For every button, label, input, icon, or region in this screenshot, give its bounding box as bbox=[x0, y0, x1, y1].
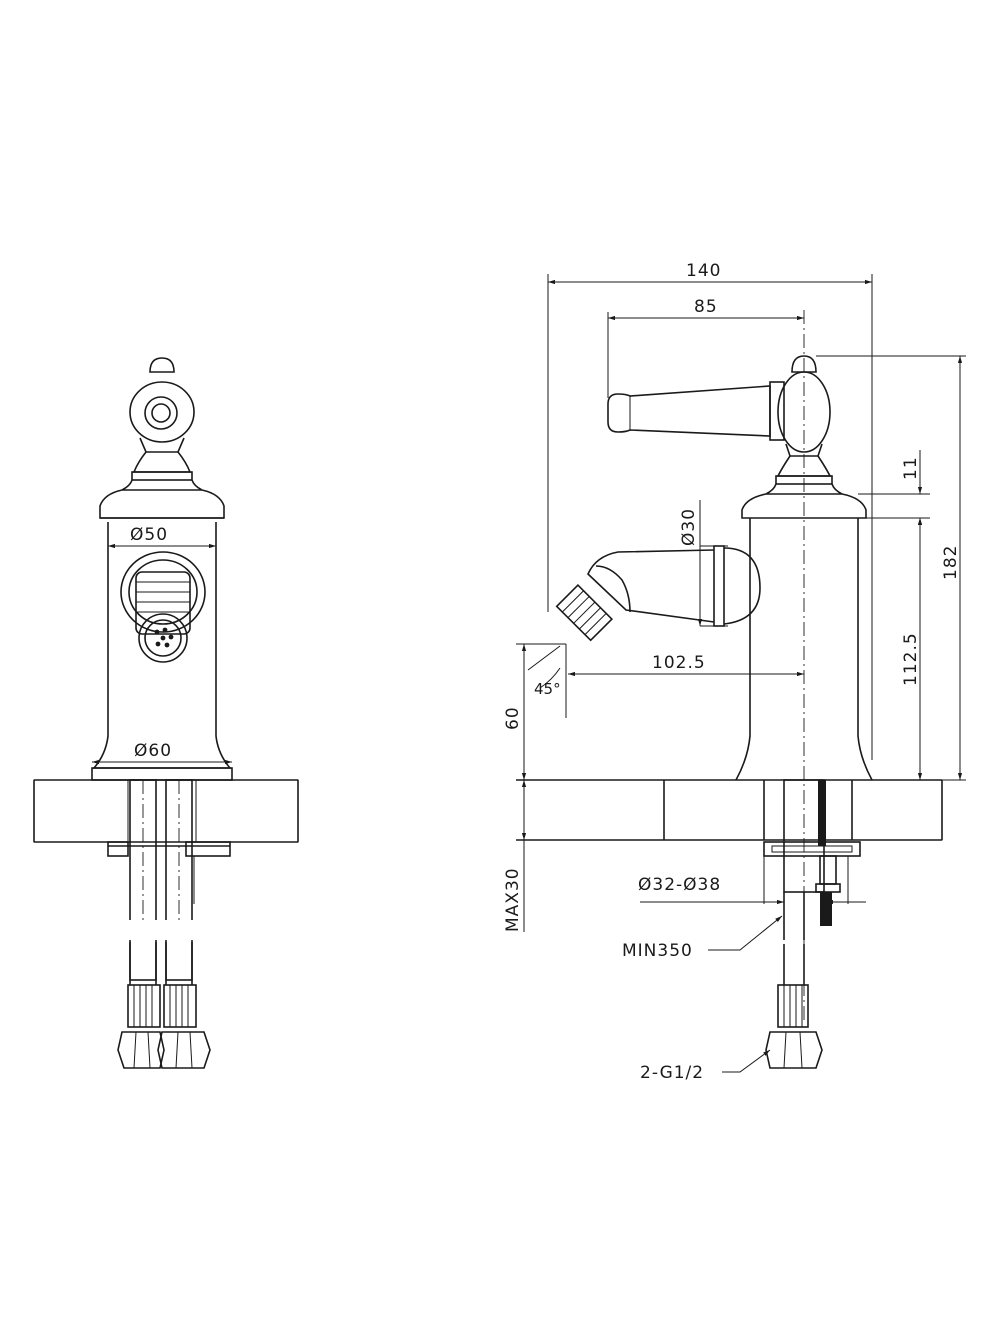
dim-overall-width: 140 bbox=[547, 261, 873, 760]
side-spout bbox=[555, 545, 761, 642]
label-handle-reach: 85 bbox=[694, 297, 718, 317]
front-body bbox=[91, 489, 233, 781]
dim-hose-length: MIN350 bbox=[622, 915, 783, 961]
dim-handle-reach: 85 bbox=[607, 297, 804, 398]
dim-spout-angle: 45° bbox=[527, 645, 561, 698]
label-overall-height: 182 bbox=[941, 545, 961, 580]
label-top-step: 11 bbox=[901, 456, 921, 480]
label-dia-top: Ø50 bbox=[130, 525, 168, 545]
dim-overall-height: 182 bbox=[816, 355, 966, 781]
side-view: 140 85 Ø30 102.5 45° bbox=[503, 261, 966, 1083]
dim-front-dia-base: Ø60 bbox=[92, 741, 232, 765]
front-handle-knob bbox=[121, 357, 203, 491]
label-spout-diameter: Ø30 bbox=[679, 508, 699, 546]
dim-front-dia-top: Ø50 bbox=[108, 525, 216, 549]
side-hose bbox=[765, 892, 823, 1069]
dim-spout-reach: 102.5 bbox=[565, 644, 804, 718]
side-under-deck-fixing bbox=[763, 779, 861, 926]
front-view: Ø50 Ø60 bbox=[33, 357, 299, 1069]
label-max-deck: MAX30 bbox=[503, 867, 523, 932]
side-body bbox=[735, 493, 873, 781]
label-dia-base: Ø60 bbox=[134, 741, 172, 761]
front-hose-fittings bbox=[117, 984, 211, 1069]
dim-top-step: 11 bbox=[858, 450, 930, 540]
dim-connection: 2-G1/2 bbox=[640, 1049, 771, 1083]
dim-body-height: 112.5 bbox=[901, 518, 923, 780]
label-body-height: 112.5 bbox=[901, 632, 921, 686]
label-hose-length: MIN350 bbox=[622, 941, 693, 961]
dim-hole-diameter: Ø32-Ø38 bbox=[638, 875, 866, 905]
dim-max-deck: MAX30 bbox=[503, 780, 527, 932]
side-deck-slab bbox=[516, 779, 943, 841]
dim-spout-height: 60 bbox=[503, 643, 566, 780]
front-supply-pipes bbox=[107, 779, 231, 985]
side-lever-handle bbox=[607, 355, 843, 495]
label-spout-reach: 102.5 bbox=[652, 653, 706, 673]
label-hole-diameter: Ø32-Ø38 bbox=[638, 875, 721, 895]
label-spout-angle: 45° bbox=[534, 680, 561, 698]
label-spout-height: 60 bbox=[503, 706, 523, 730]
label-overall-width: 140 bbox=[686, 261, 721, 281]
front-spray-nozzle bbox=[120, 551, 206, 663]
dim-spout-diameter: Ø30 bbox=[679, 500, 728, 627]
label-connection: 2-G1/2 bbox=[640, 1063, 704, 1083]
